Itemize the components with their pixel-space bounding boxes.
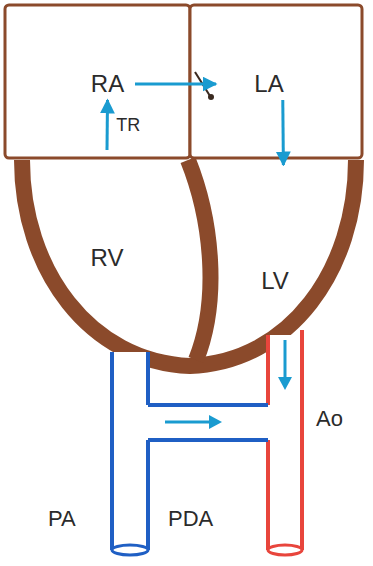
pa-wall (110, 352, 114, 550)
ao-wall (300, 330, 304, 550)
chamber-node: RV (72, 150, 142, 272)
ventricle-wall (22, 160, 356, 366)
vessel-label: Ao (316, 406, 343, 432)
ao-wall (266, 335, 270, 405)
chamber-label: RV (91, 244, 124, 272)
chamber-label: LV (261, 267, 289, 295)
vessel-label: PA (48, 506, 76, 532)
flap-dot (208, 94, 214, 100)
pda-wall (148, 403, 268, 407)
pda-wall (148, 438, 268, 442)
right-atrium-wall (5, 5, 190, 158)
chamber-label: LA (254, 70, 283, 98)
pa-end (112, 545, 148, 555)
pa-wall (146, 440, 150, 550)
flow-arrow (106, 100, 110, 150)
chamber-node: RA (80, 68, 135, 100)
ao-lumen (268, 335, 302, 552)
septum (188, 160, 210, 360)
pa-wall (146, 352, 150, 405)
edge-label: TR (115, 115, 141, 136)
pda-lumen (148, 405, 268, 440)
flow-arrow (281, 100, 285, 165)
left-atrium-wall (190, 5, 362, 158)
vessel-label: PDA (168, 506, 213, 532)
pa-lumen (112, 352, 148, 552)
chamber-node: LV (240, 165, 310, 295)
chamber-node: LA (216, 68, 322, 100)
flow-arrow (135, 83, 216, 86)
aortic-flow-arrow (284, 340, 287, 378)
pda-flow-arrow (165, 421, 212, 424)
aortic-flow-head (278, 377, 292, 390)
ao-end (268, 545, 302, 555)
pda-flow-head (209, 415, 222, 429)
ao-wall (266, 440, 270, 550)
chamber-label: RA (91, 70, 124, 98)
